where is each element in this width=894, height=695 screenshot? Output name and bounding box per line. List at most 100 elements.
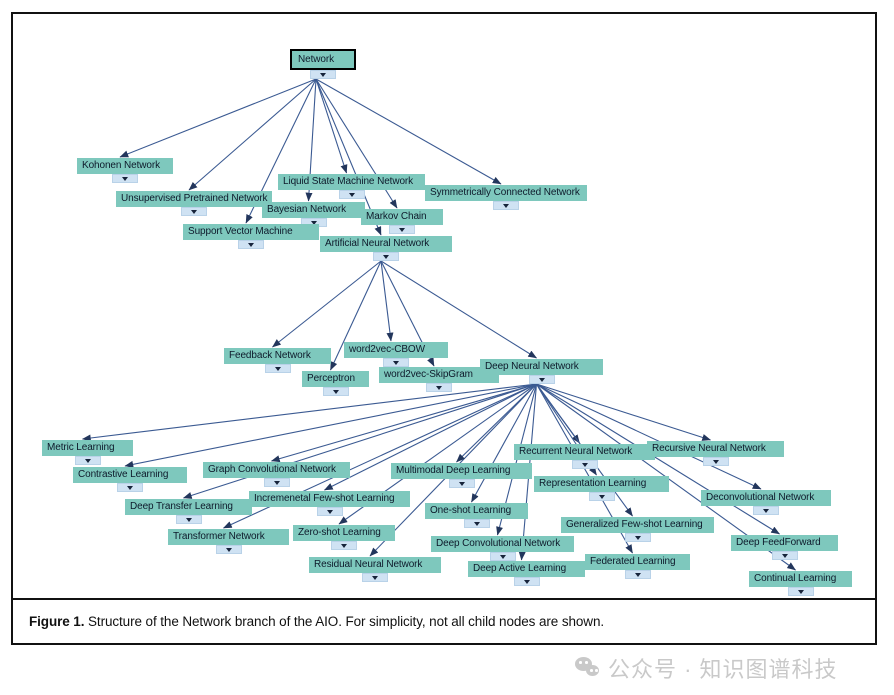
graph-node-label: Markov Chain (366, 211, 427, 222)
node-expand-toggle[interactable] (493, 201, 519, 210)
graph-node-w2v-cbow[interactable]: word2vec-CBOW (344, 342, 448, 367)
node-expand-toggle[interactable] (362, 573, 388, 582)
graph-node-label: Deep Active Learning (473, 563, 567, 574)
graph-node-perceptron[interactable]: Perceptron (302, 371, 369, 396)
node-expand-toggle[interactable] (624, 570, 651, 579)
chevron-down-icon (191, 209, 197, 214)
graph-edge (380, 260, 394, 342)
node-expand-toggle[interactable] (389, 225, 415, 234)
graph-node-transformer[interactable]: Transformer Network (168, 529, 289, 554)
graph-node-deep-active[interactable]: Deep Active Learning (468, 561, 585, 586)
chevron-down-icon (598, 494, 605, 499)
node-expand-toggle[interactable] (588, 492, 615, 501)
graph-node-label: Recurrent Neural Network (519, 446, 633, 457)
graph-node-ann[interactable]: Artificial Neural Network (320, 236, 452, 261)
watermark: 公众号 · 知识图谱科技 (575, 652, 838, 684)
node-expand-toggle[interactable] (264, 364, 291, 373)
chevron-down-icon (383, 254, 389, 259)
graph-node-metric[interactable]: Metric Learning (42, 440, 133, 465)
graph-node-symmetric[interactable]: Symmetrically Connected Network (425, 185, 587, 210)
chevron-down-icon (127, 485, 133, 490)
chevron-down-icon (712, 459, 719, 464)
node-expand-toggle[interactable] (215, 545, 242, 554)
node-expand-toggle[interactable] (513, 577, 540, 586)
figure-caption-label: Figure 1. (29, 614, 85, 629)
graph-node-label: One-shot Learning (430, 505, 512, 516)
node-expand-toggle[interactable] (753, 506, 779, 515)
graph-node-residual[interactable]: Residual Neural Network (309, 557, 441, 582)
graph-node-label: Deep Transfer Learning (130, 501, 233, 512)
graph-node-deep-conv[interactable]: Deep Convolutional Network (431, 536, 574, 561)
graph-node-markov[interactable]: Markov Chain (361, 209, 443, 234)
graph-node-label: Deconvolutional Network (706, 492, 815, 503)
chevron-down-icon (248, 242, 254, 247)
chevron-down-icon (320, 72, 326, 77)
graph-node-federated[interactable]: Federated Learning (585, 554, 690, 579)
chevron-down-icon (332, 389, 339, 394)
graph-node-network[interactable]: Network (290, 49, 356, 79)
graph-edge (81, 383, 537, 442)
node-expand-toggle[interactable] (702, 457, 729, 466)
node-expand-toggle[interactable] (310, 70, 336, 79)
chevron-down-icon (499, 554, 506, 559)
node-expand-toggle[interactable] (373, 252, 399, 261)
node-expand-toggle[interactable] (624, 533, 651, 542)
node-expand-toggle[interactable] (331, 541, 357, 550)
graph-node-label: Perceptron (307, 373, 355, 384)
graph-node-label: Metric Learning (47, 442, 115, 453)
node-expand-toggle[interactable] (463, 519, 490, 528)
graph-node-representation[interactable]: Representation Learning (534, 476, 669, 501)
chevron-down-icon (634, 535, 641, 540)
node-expand-toggle[interactable] (322, 387, 349, 396)
graph-node-label: Multimodal Deep Learning (396, 465, 511, 476)
graph-node-label: Recursive Neural Network (652, 443, 766, 454)
node-expand-toggle[interactable] (383, 358, 409, 367)
node-expand-toggle[interactable] (316, 507, 343, 516)
graph-node-deep-ff[interactable]: Deep FeedForward (731, 535, 838, 560)
node-expand-toggle[interactable] (489, 552, 516, 561)
graph-node-generalized[interactable]: Generalized Few-shot Learning (561, 517, 714, 542)
graph-node-incremental[interactable]: Incremenetal Few-shot Learning (249, 491, 410, 516)
graph-node-label: Continual Learning (754, 573, 837, 584)
node-expand-toggle[interactable] (528, 375, 555, 384)
node-expand-toggle[interactable] (181, 207, 207, 216)
node-expand-toggle[interactable] (74, 456, 101, 465)
graph-node-feedback[interactable]: Feedback Network (224, 348, 331, 373)
graph-node-bayesian[interactable]: Bayesian Network (262, 202, 365, 227)
graph-node-kohonen[interactable]: Kohonen Network (77, 158, 173, 183)
graph-node-svm[interactable]: Support Vector Machine (183, 224, 319, 249)
node-expand-toggle[interactable] (175, 515, 202, 524)
graph-node-multimodal[interactable]: Multimodal Deep Learning (391, 463, 532, 488)
chevron-down-icon (225, 547, 232, 552)
graph-node-liquid-state[interactable]: Liquid State Machine Network (278, 174, 425, 199)
graph-node-label: Liquid State Machine Network (283, 176, 414, 187)
graph-node-deconv[interactable]: Deconvolutional Network (701, 490, 831, 515)
node-expand-toggle[interactable] (448, 479, 475, 488)
node-expand-toggle[interactable] (426, 383, 452, 392)
node-expand-toggle[interactable] (117, 483, 143, 492)
node-expand-toggle[interactable] (771, 551, 798, 560)
graph-node-contrastive[interactable]: Contrastive Learning (73, 467, 187, 492)
graph-node-unsup-pre[interactable]: Unsupervised Pretrained Network (116, 191, 272, 216)
node-expand-toggle[interactable] (571, 460, 598, 469)
node-expand-toggle[interactable] (263, 478, 290, 487)
node-expand-toggle[interactable] (338, 190, 365, 199)
graph-node-one-shot[interactable]: One-shot Learning (425, 503, 528, 528)
graph-node-label: Transformer Network (173, 531, 265, 542)
graph-node-graph-conv[interactable]: Graph Convolutional Network (203, 462, 350, 487)
graph-node-dnn[interactable]: Deep Neural Network (480, 359, 603, 384)
graph-node-label: Bayesian Network (267, 204, 346, 215)
graph-node-recursive[interactable]: Recursive Neural Network (647, 441, 784, 466)
graph-node-deep-transfer[interactable]: Deep Transfer Learning (125, 499, 252, 524)
graph-node-label: Deep Convolutional Network (436, 538, 561, 549)
node-expand-toggle[interactable] (787, 587, 814, 596)
graph-node-label: Deep Neural Network (485, 361, 579, 372)
graph-node-recurrent[interactable]: Recurrent Neural Network (514, 444, 655, 469)
node-expand-toggle[interactable] (238, 240, 264, 249)
graph-node-zero-shot[interactable]: Zero-shot Learning (293, 525, 395, 550)
chevron-down-icon (473, 521, 480, 526)
node-expand-toggle[interactable] (112, 174, 138, 183)
graph-node-continual[interactable]: Continual Learning (749, 571, 852, 596)
graph-node-label: Unsupervised Pretrained Network (121, 193, 268, 204)
